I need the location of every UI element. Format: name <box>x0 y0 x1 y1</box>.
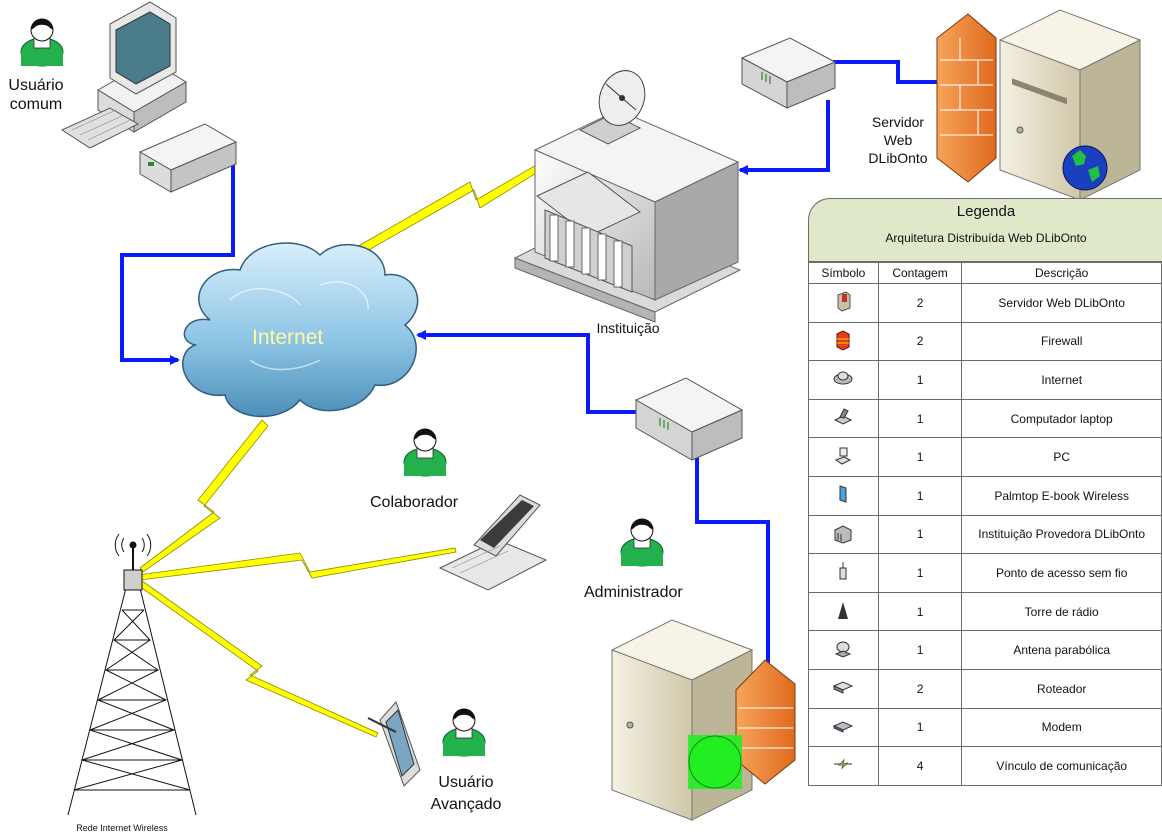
legend-count: 1 <box>877 360 963 400</box>
legend-count: 1 <box>877 707 963 748</box>
pc-icon <box>60 1 187 149</box>
link-router-firewall <box>833 60 960 87</box>
server-icon <box>998 9 1142 201</box>
wireless-link-palmtop <box>134 577 379 738</box>
link-icon <box>808 746 879 786</box>
firewall-icon <box>936 13 997 183</box>
label-usuario-comum-2: comum <box>9 96 63 113</box>
legend-col-symbol: Símbolo <box>808 262 879 284</box>
label-rede-wireless: Rede Internet Wireless <box>76 823 168 833</box>
user-icon <box>620 518 664 567</box>
legend-count: 1 <box>877 437 963 477</box>
router-icon <box>808 668 879 709</box>
modem-icon <box>808 707 879 748</box>
link-router2-internet <box>416 330 640 414</box>
wireless-links <box>134 127 603 738</box>
legend-count: 1 <box>877 398 963 439</box>
palmtop-icon <box>808 475 879 516</box>
access-point-icon <box>808 553 879 593</box>
label-usuario-avancado-2: Avançado <box>430 796 502 813</box>
internet-cloud <box>182 242 419 418</box>
wireless-link-laptop <box>137 547 457 581</box>
legend-description: Vínculo de comunicação <box>961 746 1162 786</box>
label-administrador: Administrador <box>584 584 683 601</box>
legend-title: Legenda <box>956 203 1016 220</box>
legend-col-count: Contagem <box>877 262 963 284</box>
label-colaborador: Colaborador <box>370 494 459 511</box>
legend-count: 2 <box>877 668 963 709</box>
institution-icon <box>808 514 879 555</box>
radio-tower-icon <box>67 533 197 816</box>
legend-header-row: Símbolo Contagem Descrição <box>808 262 1162 284</box>
pc-icon <box>808 437 879 477</box>
legend-description: Roteador <box>961 668 1162 709</box>
legend-description: Modem <box>961 707 1162 748</box>
legend-subtitle: Arquitetura Distribuída Web DLibOnto <box>885 231 1087 245</box>
modem-icon <box>138 123 238 193</box>
legend-description: Servidor Web DLibOnto <box>961 283 1162 323</box>
label-instituicao: Instituição <box>596 320 660 336</box>
label-usuario-comum-1: Usuário <box>8 77 64 94</box>
legend-count: 1 <box>877 553 963 593</box>
server-icon <box>808 283 879 323</box>
legend-count: 1 <box>877 514 963 555</box>
legend-header: Legenda Arquitetura Distribuída Web DLib… <box>808 198 1162 262</box>
laptop-icon <box>808 398 879 439</box>
legend-count: 2 <box>877 321 963 362</box>
user-icon <box>20 18 64 67</box>
legend-count: 4 <box>877 746 963 786</box>
radio-tower-icon <box>808 591 879 632</box>
cloud-icon <box>808 360 879 400</box>
legend-description: Palmtop E-book Wireless <box>961 475 1162 516</box>
label-internet: Internet <box>252 326 324 349</box>
legend-description: Torre de rádio <box>961 591 1162 632</box>
legend-description: PC <box>961 437 1162 477</box>
label-servidor-1: Servidor <box>871 114 925 130</box>
wireless-link-tower <box>139 419 269 573</box>
label-servidor-3: DLibOnto <box>868 150 928 166</box>
legend-count: 2 <box>877 283 963 323</box>
label-servidor-2: Web <box>883 132 913 148</box>
legend-panel: Legenda Arquitetura Distribuída Web DLib… <box>808 198 1162 796</box>
router-icon <box>634 377 744 461</box>
legend-count: 1 <box>877 475 963 516</box>
firewall-icon <box>808 321 879 362</box>
institution-icon <box>513 70 742 323</box>
legend-description: Antena parabólica <box>961 630 1162 670</box>
link-router-institution <box>738 100 830 175</box>
legend-description: Computador laptop <box>961 398 1162 439</box>
legend-col-desc: Descrição <box>961 262 1162 284</box>
link-pc-internet <box>120 160 235 365</box>
legend-description: Firewall <box>961 321 1162 362</box>
satellite-dish-icon <box>808 630 879 670</box>
label-usuario-avancado-1: Usuário <box>438 774 494 791</box>
user-icon <box>442 708 486 757</box>
user-icon <box>403 428 447 477</box>
legend-description: Internet <box>961 360 1162 400</box>
legend-count: 1 <box>877 591 963 632</box>
laptop-icon <box>438 494 548 591</box>
legend-count: 1 <box>877 630 963 670</box>
legend-description: Instituição Provedora DLibOnto <box>961 514 1162 555</box>
server-icon <box>610 619 754 821</box>
router-icon <box>740 37 837 109</box>
palmtop-icon <box>367 701 421 787</box>
legend-description: Ponto de acesso sem fio <box>961 553 1162 593</box>
